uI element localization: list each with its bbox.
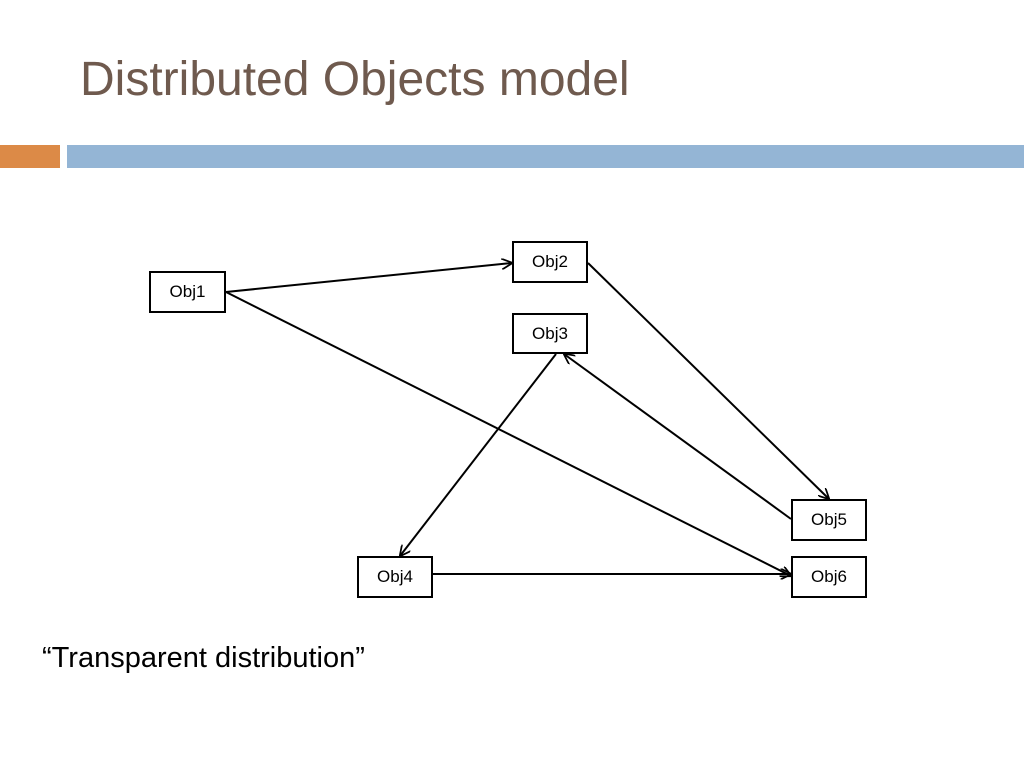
node-obj2: Obj2 [512,241,588,283]
node-obj5: Obj5 [791,499,867,541]
accent-bar-blue [67,145,1024,168]
accent-bar-orange [0,145,60,168]
caption-transparent-distribution: “Transparent distribution” [42,642,365,674]
node-obj6: Obj6 [791,556,867,598]
node-obj3: Obj3 [512,313,588,354]
edge-obj1-to-obj6 [225,291,791,576]
node-obj4: Obj4 [357,556,433,598]
edge-obj1-to-obj2 [225,263,512,293]
node-obj1: Obj1 [149,271,226,313]
edge-obj5-to-obj3 [564,354,792,520]
edge-obj2-to-obj5 [587,262,829,499]
slide-title: Distributed Objects model [80,53,630,106]
edge-obj3-to-obj4 [400,353,557,556]
